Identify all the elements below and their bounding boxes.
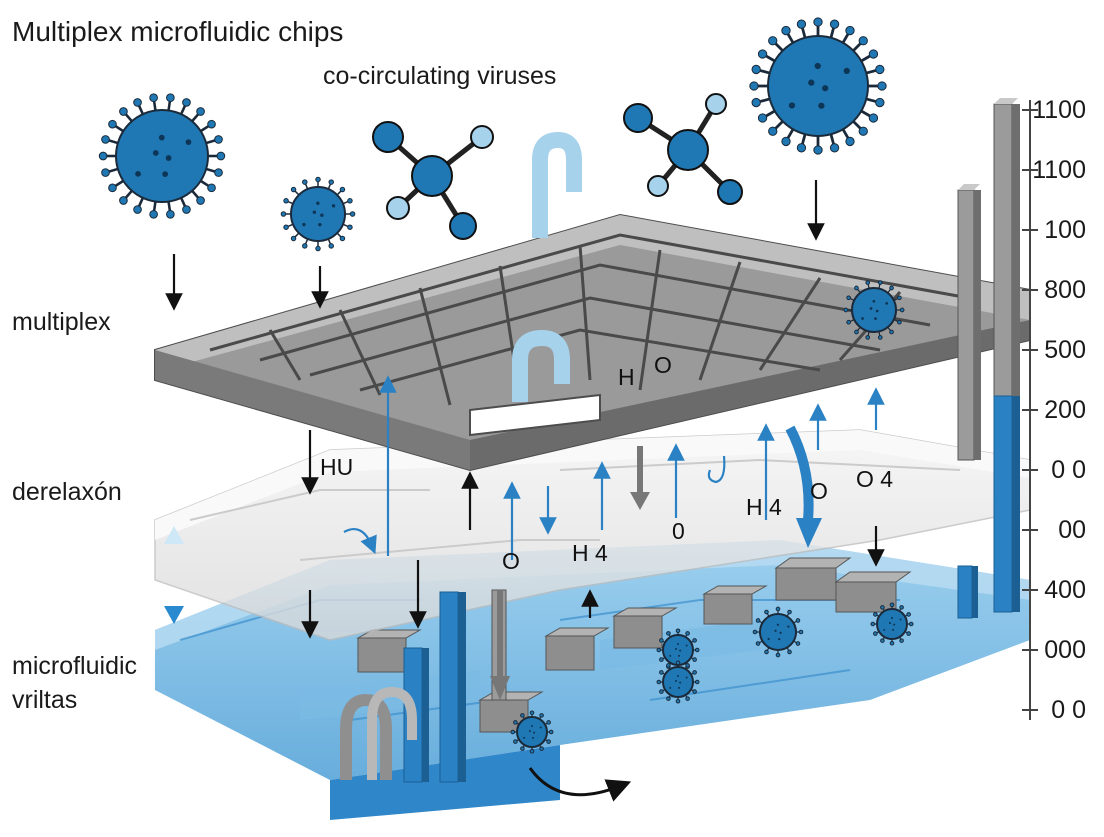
layer-label-multiplex: multiplex	[12, 308, 111, 336]
chem-label-h4: H 4	[746, 494, 782, 520]
virus-on-chip	[843, 280, 905, 340]
virus-large-right	[749, 17, 887, 155]
chem-label-o: O	[502, 548, 520, 574]
flow-arrows	[165, 180, 885, 802]
virus-bottom	[870, 602, 914, 646]
bar-blue-small	[957, 565, 978, 619]
light-blue-u-tubes	[512, 131, 582, 402]
axis-tick-label: 0 0	[1051, 696, 1086, 724]
virus-bottom	[752, 606, 804, 658]
molecule-right	[623, 93, 743, 205]
virus-small-left	[280, 176, 356, 252]
diagram-title: Multiplex microfluidic chips	[12, 16, 344, 47]
top-multiplex-chip-layer	[154, 213, 1031, 472]
gray-blocks	[356, 557, 912, 733]
bar-gray-mid	[957, 184, 981, 461]
chem-label-o: O	[810, 478, 828, 504]
axis-tick-label: 0 0	[1051, 456, 1086, 484]
layer-label-middle: derelaxón	[12, 478, 122, 506]
chem-label-zero: 0	[672, 518, 685, 544]
axis-tick-label: 000	[1044, 636, 1086, 664]
axis-tick-label: 00	[1058, 516, 1086, 544]
virus-bottom	[510, 710, 554, 754]
virus-bottom	[656, 660, 700, 704]
chem-label-o: O	[654, 352, 672, 378]
axis-tick-label: 1100	[1032, 156, 1086, 184]
diagram-subtitle: co-circulating viruses	[323, 62, 557, 90]
axis-tick-label: 800	[1044, 276, 1086, 304]
bar-columns	[957, 98, 1038, 720]
layer-label-bottom-1: microfluidic	[12, 652, 138, 680]
layer-label-bottom-2: vriltas	[12, 686, 78, 714]
chem-label-h4: H 4	[572, 540, 608, 566]
axis-tick-label: 1100	[1032, 96, 1086, 124]
axis-tick-label: 400	[1044, 576, 1086, 604]
chem-label-hu: HU	[320, 454, 354, 480]
chem-label-h: H	[618, 364, 635, 390]
bar-blue-right	[993, 395, 1020, 613]
blue-arrows	[343, 375, 885, 560]
large-blue-arrow	[164, 425, 822, 700]
axis-tick-label: 200	[1044, 396, 1086, 424]
virus-group	[98, 17, 914, 754]
virus-large-left	[98, 93, 226, 219]
chem-label-o4: O 4	[856, 466, 894, 492]
axis-tick-label: 500	[1044, 336, 1086, 364]
molecule-left	[372, 121, 494, 240]
maze-channels	[209, 233, 981, 406]
axis-tick-label: 100	[1044, 216, 1086, 244]
